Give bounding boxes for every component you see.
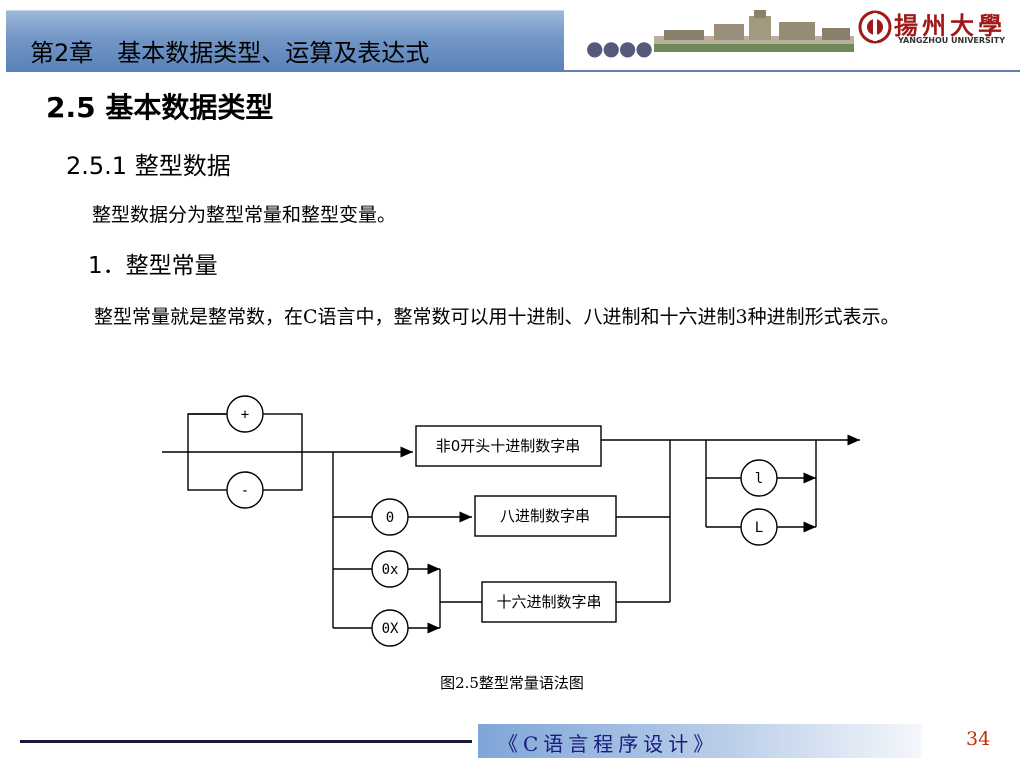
suffix-l-label: l <box>755 471 763 487</box>
suffix-L-node <box>740 508 778 546</box>
zero-node <box>371 498 409 536</box>
footer-divider <box>20 740 472 743</box>
university-logo: 揚州大學 YANGZHOU UNIVERSITY <box>858 6 1018 52</box>
suffix-L-label: L <box>755 520 763 536</box>
zero-x-node <box>371 550 409 588</box>
zero-x-label: 0x <box>382 562 399 578</box>
decimal-box <box>415 425 602 467</box>
footer-banner: 《C语言程序设计》 <box>478 724 922 758</box>
logo-subtitle: YANGZHOU UNIVERSITY <box>898 36 1006 45</box>
header-divider <box>6 70 1020 72</box>
campus-building-image <box>654 10 854 52</box>
chapter-banner: 第2章 基本数据类型、运算及表达式 <box>6 10 564 71</box>
suffix-l-node <box>740 459 778 497</box>
zero-X-label: 0X <box>382 621 399 637</box>
page-number: 34 <box>966 728 991 750</box>
paragraph-intro: 整型数据分为整型常量和整型变量。 <box>92 204 397 226</box>
section-title: 2.5 基本数据类型 <box>46 91 274 124</box>
plus-label: + <box>241 407 249 423</box>
paragraph-description: 整型常量就是整常数，在C语言中，整常数可以用十进制、八进制和十六进制3种进制形式… <box>94 306 900 328</box>
logo-text: 揚州大學 <box>894 11 1006 40</box>
octal-box <box>474 495 617 537</box>
diagram-lines <box>162 413 860 634</box>
octal-box-label: 八进制数字串 <box>500 507 590 525</box>
slide-header: 第2章 基本数据类型、运算及表达式 ●●●● 揚州大學 YANGZHOU UNI… <box>0 0 1024 72</box>
subsection-title: 2.5.1 整型数据 <box>66 152 231 180</box>
zero-label: 0 <box>386 510 394 526</box>
minus-node <box>226 471 264 509</box>
course-title: 《C语言程序设计》 <box>498 732 719 756</box>
decorative-dots: ●●●● <box>586 36 653 60</box>
plus-node <box>226 395 264 433</box>
zero-X-node <box>371 609 409 647</box>
decimal-box-label: 非0开头十进制数字串 <box>436 437 581 455</box>
hex-box-label: 十六进制数字串 <box>496 593 601 611</box>
hex-box <box>481 581 617 623</box>
seal-icon <box>858 10 892 44</box>
syntax-diagram: + - 0 0x 0X l L 非0开头十进制数字串 八进制数字串 十六进制数字… <box>162 395 860 647</box>
figure-caption: 图2.5整型常量语法图 <box>440 674 584 692</box>
item-title: 1．整型常量 <box>88 253 218 279</box>
minus-label: - <box>241 483 249 499</box>
chapter-title: 第2章 基本数据类型、运算及表达式 <box>30 39 430 67</box>
